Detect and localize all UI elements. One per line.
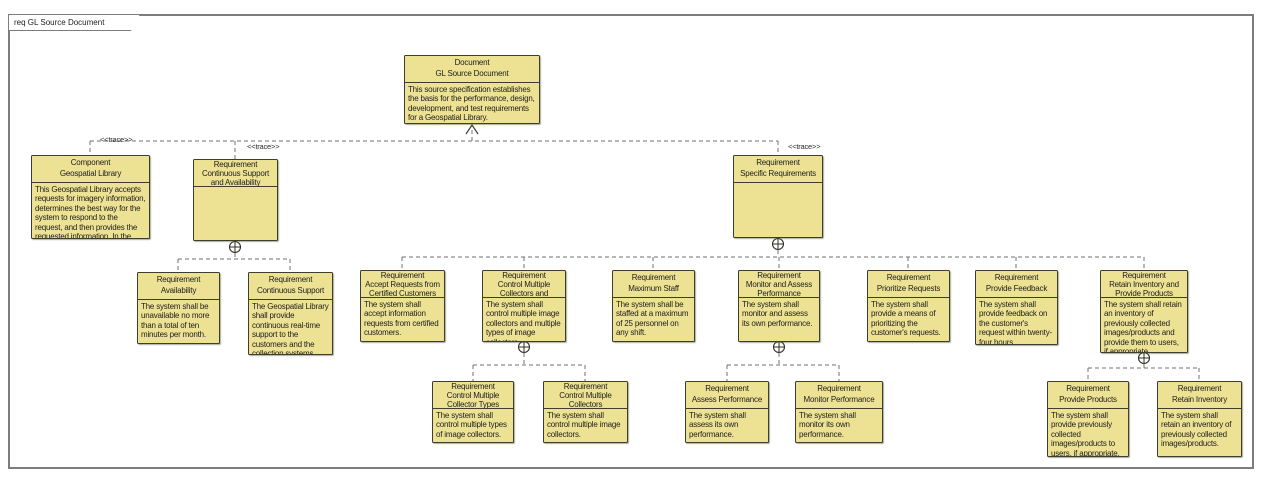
node-type-label: Requirement <box>757 271 801 280</box>
node-type-label: Requirement <box>994 273 1039 283</box>
node-type-label: Requirement <box>502 271 546 280</box>
node-name-label: Assess Performance <box>691 395 763 405</box>
node-description: The system shall control multiple types … <box>436 411 507 439</box>
node-description: The system shall control multiple image … <box>486 300 561 341</box>
node-description: The system shall accept information requ… <box>364 300 439 338</box>
node-type-label: Requirement <box>817 384 861 394</box>
node-description: This Geospatial Library accepts requests… <box>35 185 146 238</box>
node-name-label: Monitor and Assess Performance <box>745 279 813 298</box>
node-name-label: Control Multiple Collectors and Collecto… <box>497 279 551 298</box>
node-name-label: Accept Requests from Certified Customers <box>365 279 440 298</box>
node-description: The system shall be unavailable no more … <box>141 302 210 340</box>
node-type-label: Component <box>70 158 111 168</box>
node-description: The system shall retain an inventory of … <box>1104 300 1182 352</box>
node-description: The system shall retain an inventory of … <box>1161 411 1232 449</box>
node-type-label: Requirement <box>451 382 495 391</box>
node-type-label: Requirement <box>631 273 676 283</box>
node-type-label: Requirement <box>268 275 313 285</box>
node-type-label: Requirement <box>1122 271 1166 280</box>
node-type-label: Document <box>454 58 490 68</box>
node-name-label: Provide Feedback <box>985 284 1048 294</box>
diagram-frame <box>8 14 1254 469</box>
node-name-label: Retain Inventory <box>1171 395 1228 405</box>
node-name-label: Control Multiple Collectors <box>559 390 612 409</box>
node-type-label: Requirement <box>563 382 608 391</box>
node-description: The system shall provide previously coll… <box>1051 411 1120 456</box>
node-name-label: Specific Requirements <box>740 169 816 179</box>
node-name-label: Maximum Staff <box>628 284 679 294</box>
node-description: The system shall monitor and assess its … <box>742 300 813 328</box>
node-description: This source specification establishes th… <box>408 85 535 123</box>
node-type-label: Requirement <box>886 273 931 283</box>
node-description: The system shall provide a means of prio… <box>871 300 941 338</box>
trace-stereotype-label: <<trace>> <box>247 142 280 151</box>
node-type-label: Requirement <box>1177 384 1222 394</box>
node-name-label: Monitor Performance <box>803 395 875 405</box>
node-type-label: Requirement <box>156 275 201 285</box>
node-name-label: Geospatial Library <box>59 169 122 179</box>
frame-title: req GL Source Document <box>8 14 140 31</box>
node-description: The Geospatial Library shall provide con… <box>252 302 329 354</box>
node-name-label: Prioritize Requests <box>876 284 941 294</box>
node-description: The system shall provide feedback on the… <box>979 300 1052 344</box>
node-name-label: Availability <box>160 286 197 296</box>
node-name-label: Continuous Support <box>256 286 325 296</box>
node-description: The system shall be staffed at a maximum… <box>616 300 689 338</box>
node-type-label: Requirement <box>213 160 258 169</box>
node-name-label: Continuous Support and Availability <box>201 168 270 187</box>
node-name-label: GL Source Document <box>435 69 509 79</box>
node-type-label: Requirement <box>756 158 800 168</box>
trace-stereotype-label: <<trace>> <box>100 135 133 144</box>
node-type-label: Requirement <box>1066 384 1110 394</box>
trace-stereotype-label: <<trace>> <box>788 142 821 151</box>
node-description: The system shall assess its own performa… <box>689 411 746 439</box>
node-type-label: Requirement <box>705 384 749 394</box>
node-description: The system shall control multiple image … <box>547 411 621 439</box>
node-name-label: Provide Products <box>1059 395 1117 405</box>
node-name-label: Retain Inventory and Provide Products <box>1109 279 1179 298</box>
node-description <box>734 183 822 237</box>
node-description: The system shall monitor its own perform… <box>799 411 856 439</box>
node-name-label: Control Multiple Collector Types <box>446 390 500 409</box>
node-type-label: Requirement <box>380 271 425 280</box>
node-description <box>194 187 277 240</box>
